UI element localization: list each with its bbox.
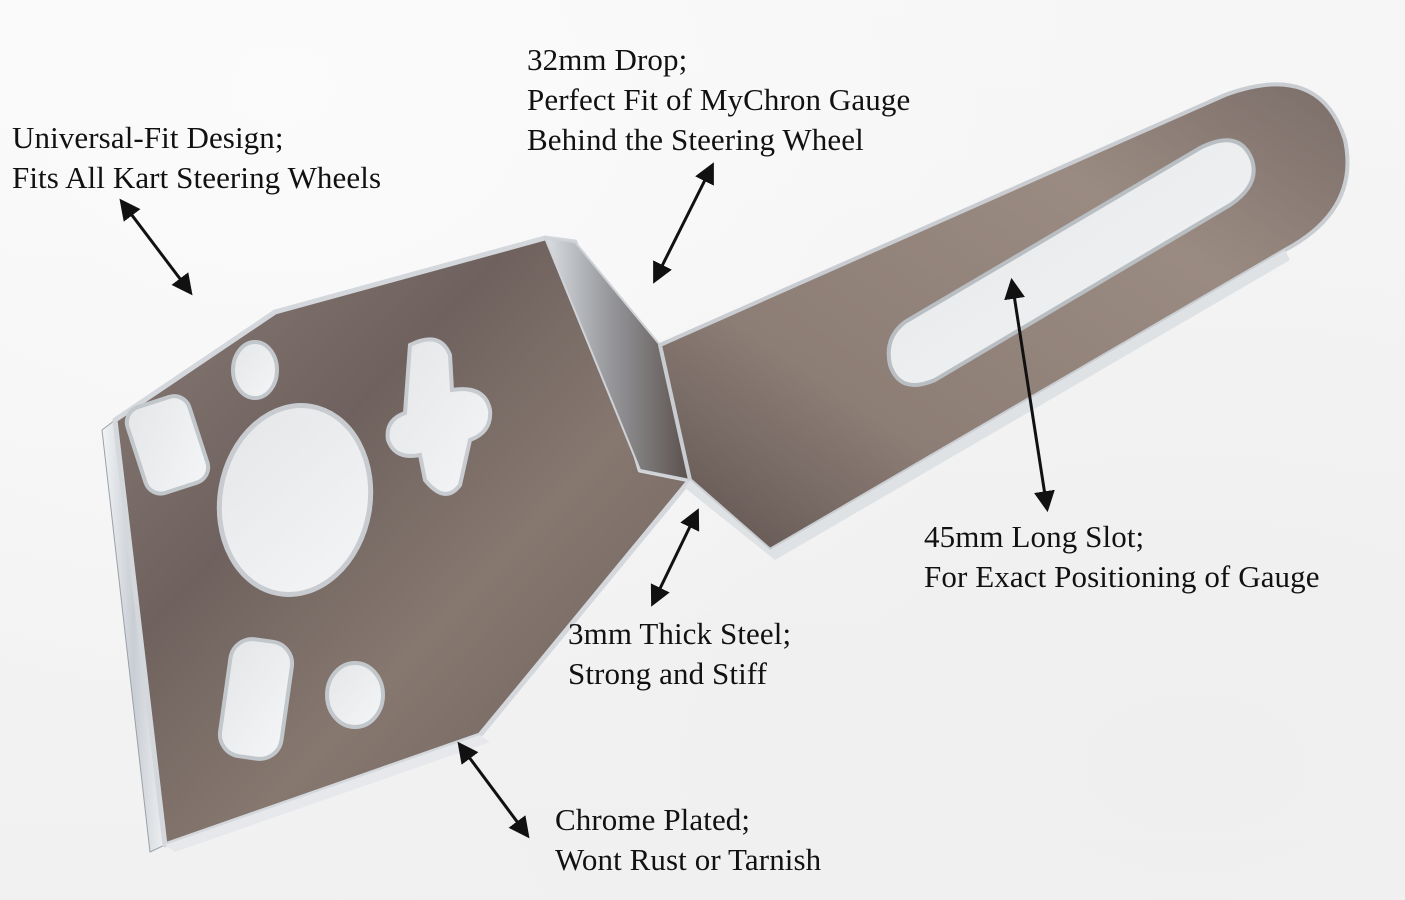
thickness-arrow [650, 508, 700, 607]
callout-line: Wont Rust or Tarnish [555, 842, 822, 877]
mount-slot-bottom [217, 637, 295, 761]
callout-chrome: Chrome Plated; Wont Rust or Tarnish [555, 800, 821, 880]
callout-thickness: 3mm Thick Steel; Strong and Stiff [568, 614, 791, 694]
callout-slot: 45mm Long Slot; For Exact Positioning of… [924, 517, 1320, 597]
callout-universal-fit: Universal-Fit Design; Fits All Kart Stee… [12, 118, 381, 198]
callout-line: 3mm Thick Steel; [568, 616, 792, 651]
base-plate-bottom-rim [165, 735, 490, 852]
callout-line: Fits All Kart Steering Wheels [12, 160, 382, 195]
callout-drop: 32mm Drop; Perfect Fit of MyChron Gauge … [527, 40, 910, 160]
drop-arrow [653, 162, 714, 284]
callout-line: 32mm Drop; [527, 42, 688, 77]
center-hole [216, 403, 374, 597]
callout-line: For Exact Positioning of Gauge [924, 559, 1320, 594]
callout-line: Chrome Plated; [555, 802, 751, 837]
chrome-arrow [457, 741, 530, 839]
callout-line: Perfect Fit of MyChron Gauge [527, 82, 911, 117]
mount-slot-left [124, 394, 211, 496]
callout-line: Strong and Stiff [568, 656, 768, 691]
keyhole-cutout [385, 337, 493, 496]
slot-arm-edge [685, 250, 1290, 560]
callout-line: Universal-Fit Design; [12, 120, 284, 155]
callout-line: 45mm Long Slot; [924, 519, 1145, 554]
adjustment-slot [886, 138, 1256, 387]
slot-arrow [1004, 277, 1055, 513]
mount-hole-bottom [325, 661, 385, 729]
mount-hole-top [231, 340, 279, 400]
universal-arrow [119, 198, 193, 296]
callout-line: Behind the Steering Wheel [527, 122, 864, 157]
